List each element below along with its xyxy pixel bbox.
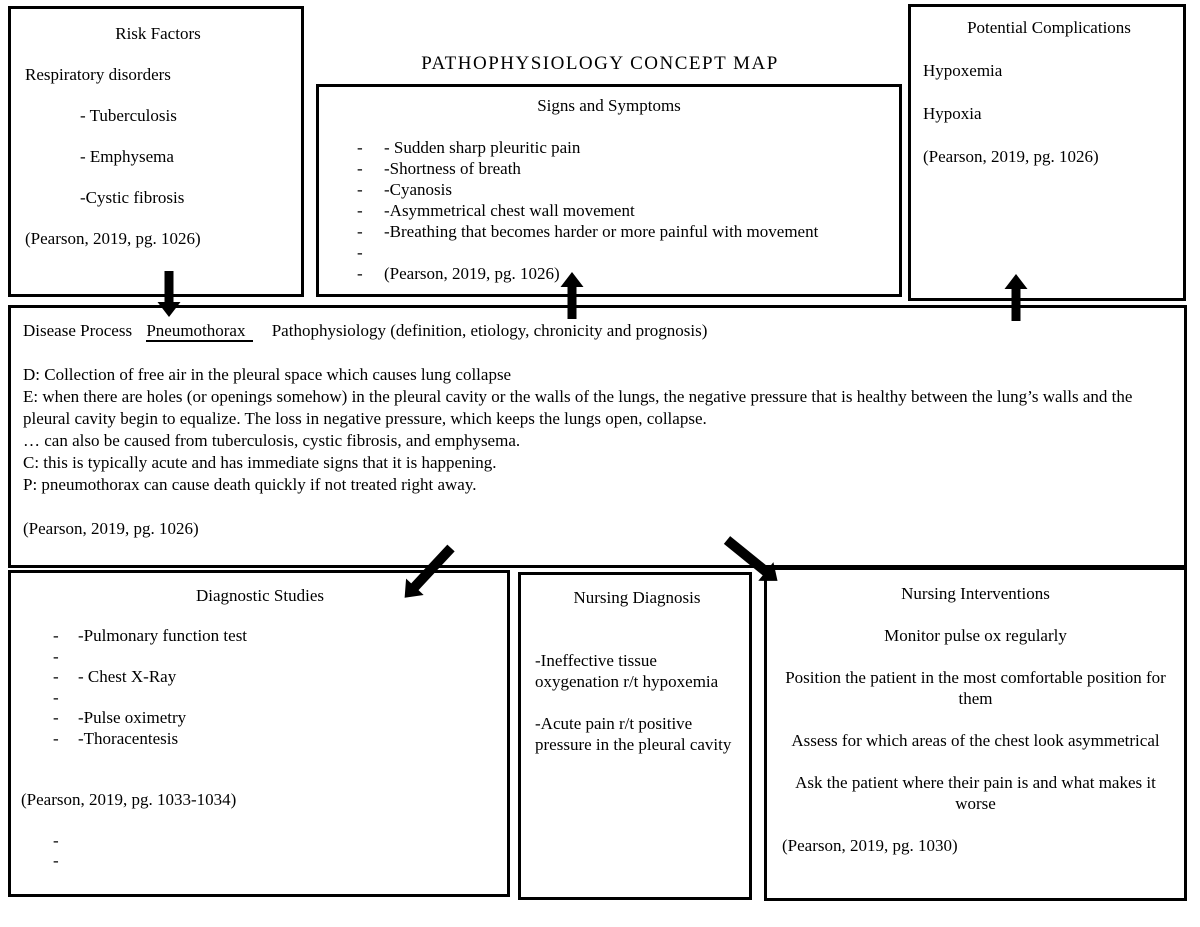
nursing-intervention-item: Monitor pulse ox regularly (884, 626, 1067, 645)
disease-name: Pneumothorax (146, 321, 254, 342)
list-dash: - (53, 646, 59, 666)
nursing-diagnosis-item: -Acute pain r/t positive pressure in the… (535, 714, 732, 754)
risk-factors-box: Risk Factors Respiratory disorders - Tub… (8, 6, 304, 297)
diagnostic-studies-title: Diagnostic Studies (196, 586, 324, 605)
list-text: - Chest X-Ray (78, 667, 177, 686)
list-text: -Pulmonary function test (78, 626, 248, 645)
potential-complications-box: Potential Complications Hypoxemia Hypoxi… (908, 4, 1186, 301)
disease-process-label: Disease Process (23, 321, 133, 340)
list-text (78, 647, 499, 668)
list-text: -Breathing that becomes harder or more p… (384, 222, 819, 241)
list-dash: - (53, 851, 59, 870)
list-text (78, 831, 499, 852)
signs-symptoms-item: - -Shortness of breath (327, 158, 891, 179)
list-text: - Sudden sharp pleuritic pain (384, 138, 581, 157)
signs-symptoms-item: - -Breathing that becomes harder or more… (327, 221, 891, 242)
signs-symptoms-item: - -Cyanosis (327, 179, 891, 200)
nursing-diagnosis-box: Nursing Diagnosis -Ineffective tissue ox… (518, 572, 752, 900)
complication-item: Hypoxia (923, 104, 982, 123)
list-dash: - (53, 667, 59, 686)
disease-process-line: E: when there are holes (or openings som… (23, 387, 1133, 428)
diagnostic-studies-list: - -Pulmonary function test - - - Chest X… (21, 626, 499, 749)
potential-complications-list: Hypoxemia Hypoxia (923, 60, 1175, 124)
nursing-intervention-item: Assess for which areas of the chest look… (791, 731, 1160, 750)
nursing-interventions-title: Nursing Interventions (901, 584, 1050, 603)
diagnostic-studies-citation: (Pearson, 2019, pg. 1033-1034) (21, 790, 237, 809)
disease-process-line: D: Collection of free air in the pleural… (23, 365, 512, 384)
disease-process-heading: Disease Process Pneumothorax Pathophysio… (23, 320, 1174, 342)
nursing-interventions-citation: (Pearson, 2019, pg. 1030) (782, 836, 958, 855)
list-dash: - (53, 687, 59, 707)
signs-symptoms-item: - (Pearson, 2019, pg. 1026) (327, 263, 891, 284)
list-dash: - (357, 264, 363, 283)
potential-complications-title: Potential Complications (967, 18, 1131, 37)
disease-process-text: D: Collection of free air in the pleural… (23, 364, 1174, 496)
signs-symptoms-item: - -Asymmetrical chest wall movement (327, 200, 891, 221)
disease-process-line: C: this is typically acute and has immed… (23, 453, 497, 472)
signs-symptoms-box: Signs and Symptoms - - Sudden sharp pleu… (316, 84, 902, 297)
list-text: -Cyanosis (384, 180, 452, 199)
list-dash: - (357, 222, 363, 241)
diagnostic-studies-box: Diagnostic Studies - -Pulmonary function… (8, 570, 510, 897)
list-dash: - (53, 708, 59, 727)
diagnostic-study-item: - (21, 688, 499, 709)
signs-symptoms-title: Signs and Symptoms (537, 96, 681, 115)
disease-process-line: … can also be caused from tuberculosis, … (23, 431, 521, 450)
empty-bullet-row: - (21, 831, 499, 852)
list-text (78, 851, 499, 872)
list-dash: - (357, 180, 363, 199)
nursing-interventions-list: Monitor pulse ox regularly Position the … (777, 625, 1174, 814)
risk-factor-item: - Tuberculosis (80, 106, 177, 125)
disease-process-citation: (Pearson, 2019, pg. 1026) (23, 519, 199, 538)
pathophysiology-label: Pathophysiology (definition, etiology, c… (271, 321, 708, 340)
diagnostic-study-item: - -Thoracentesis (21, 729, 499, 750)
list-text: -Pulse oximetry (78, 708, 187, 727)
signs-symptoms-item: - (327, 242, 891, 263)
risk-factors-list: - Tuberculosis - Emphysema -Cystic fibro… (25, 105, 291, 208)
list-dash: - (357, 138, 363, 157)
list-dash: - (53, 626, 59, 645)
list-text (78, 688, 499, 709)
signs-symptoms-item: - - Sudden sharp pleuritic pain (327, 137, 891, 158)
list-dash: - (357, 243, 363, 262)
signs-symptoms-list: - - Sudden sharp pleuritic pain - -Short… (327, 137, 891, 284)
disease-process-line: P: pneumothorax can cause death quickly … (23, 475, 477, 494)
risk-factors-intro: Respiratory disorders (25, 65, 171, 84)
diagnostic-studies-empty-bullets: - - (21, 831, 499, 872)
page-title: PATHOPHYSIOLOGY CONCEPT MAP (421, 53, 779, 74)
risk-factor-item: -Cystic fibrosis (80, 188, 185, 207)
disease-process-box: Disease Process Pneumothorax Pathophysio… (8, 305, 1187, 568)
list-dash: - (53, 728, 59, 748)
potential-complications-citation: (Pearson, 2019, pg. 1026) (923, 147, 1099, 166)
diagnostic-study-item: - (21, 647, 499, 668)
nursing-diagnosis-list: -Ineffective tissue oxygenation r/t hypo… (535, 650, 739, 755)
list-text: (Pearson, 2019, pg. 1026) (384, 264, 560, 283)
risk-factor-item: - Emphysema (80, 147, 174, 166)
nursing-intervention-item: Ask the patient where their pain is and … (795, 773, 1156, 813)
list-text: -Asymmetrical chest wall movement (384, 201, 635, 220)
risk-factors-citation: (Pearson, 2019, pg. 1026) (25, 229, 201, 248)
nursing-intervention-item: Position the patient in the most comfort… (785, 668, 1166, 708)
list-text: -Shortness of breath (384, 159, 521, 178)
list-dash: - (357, 201, 363, 220)
risk-factors-title: Risk Factors (115, 24, 201, 43)
diagnostic-study-item: - -Pulse oximetry (21, 708, 499, 729)
diagnostic-study-item: - - Chest X-Ray (21, 667, 499, 688)
nursing-interventions-box: Nursing Interventions Monitor pulse ox r… (764, 567, 1187, 901)
nursing-diagnosis-item: -Ineffective tissue oxygenation r/t hypo… (535, 651, 719, 691)
diagnostic-study-item: - -Pulmonary function test (21, 626, 499, 647)
list-dash: - (53, 830, 59, 850)
list-dash: - (357, 159, 363, 178)
list-text: -Thoracentesis (78, 728, 179, 748)
complication-item: Hypoxemia (923, 61, 1003, 80)
empty-bullet-row: - (21, 851, 499, 872)
list-text (384, 242, 891, 263)
nursing-diagnosis-title: Nursing Diagnosis (573, 588, 701, 607)
